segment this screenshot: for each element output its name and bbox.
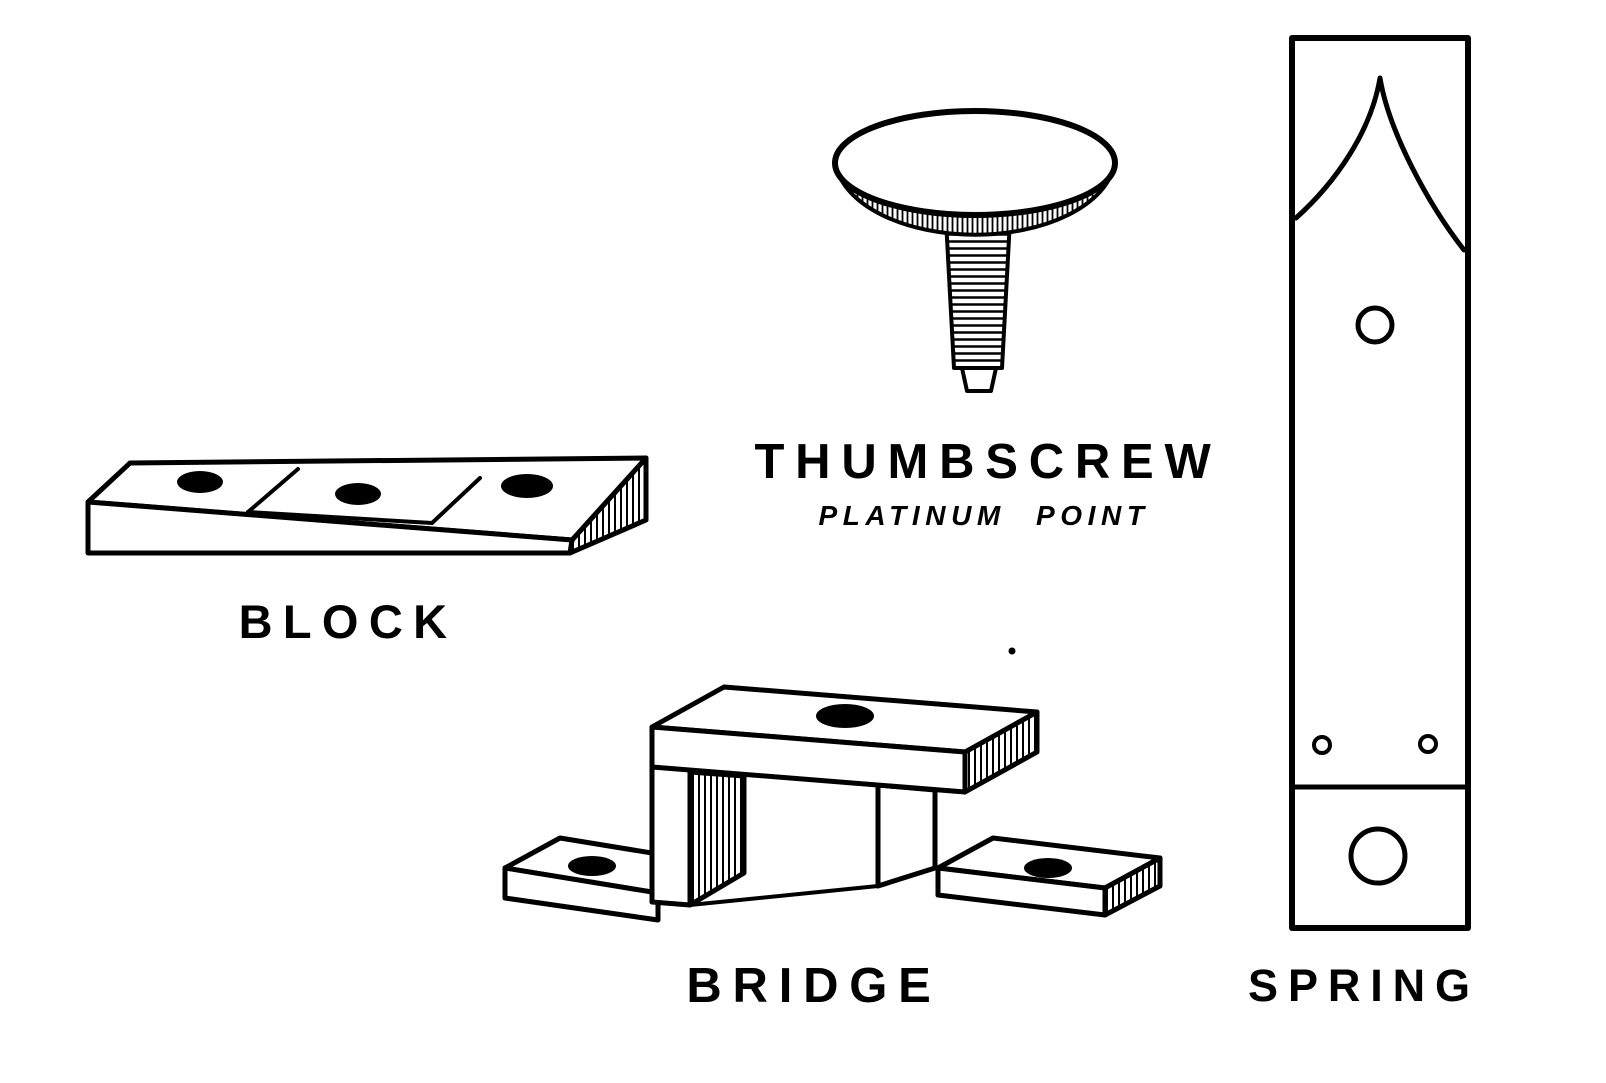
bridge-top-hole: [816, 704, 874, 728]
spring-small-hole-right: [1418, 734, 1438, 754]
dot-mark: [1008, 647, 1016, 655]
block-hole-right: [501, 474, 553, 498]
bridge-left-leg-front: [649, 762, 693, 908]
block-channel-step-left: [246, 467, 300, 514]
spring-drawing: [1289, 35, 1471, 931]
spring-body: [1289, 35, 1471, 931]
thumbscrew-head-top: [832, 108, 1118, 218]
bridge-right-foot-hole: [1024, 858, 1072, 878]
bridge-label: BRIDGE: [686, 959, 942, 1013]
thumbscrew-platinum-tip: [960, 366, 998, 393]
block-front-face: [85, 499, 575, 556]
block-hole-left: [177, 471, 223, 493]
spring-label: SPRING: [1248, 960, 1480, 1011]
block-channel-step-right: [430, 476, 482, 525]
block-hole-middle: [335, 483, 381, 505]
bridge-left-foot-front: [502, 865, 661, 923]
bridge-arch-inner-wall: [687, 769, 747, 908]
block-label: BLOCK: [238, 595, 458, 648]
bridge-drawing: [502, 684, 1163, 923]
thumbscrew-threaded-shaft: [944, 218, 1012, 370]
bridge-left-foot-hole: [568, 856, 616, 876]
thumbscrew-drawing: [832, 108, 1118, 393]
thumbscrew-sublabel: PLATINUM POINT: [818, 500, 1150, 531]
block-drawing: [85, 455, 649, 556]
bridge-top-front-face: [649, 724, 968, 795]
spring-upper-hole: [1355, 305, 1395, 345]
bridge-right-leg-front: [875, 782, 938, 889]
block-channel-front-edge: [246, 510, 434, 525]
spring-small-hole-left: [1312, 735, 1332, 755]
bridge-right-foot-end-face: [1102, 855, 1163, 918]
spring-large-hole: [1348, 826, 1408, 886]
bridge-opening-bottom-edge: [688, 884, 880, 907]
thumbscrew-label: THUMBSCREW: [754, 435, 1222, 489]
spring-arch-line: [1293, 75, 1467, 253]
